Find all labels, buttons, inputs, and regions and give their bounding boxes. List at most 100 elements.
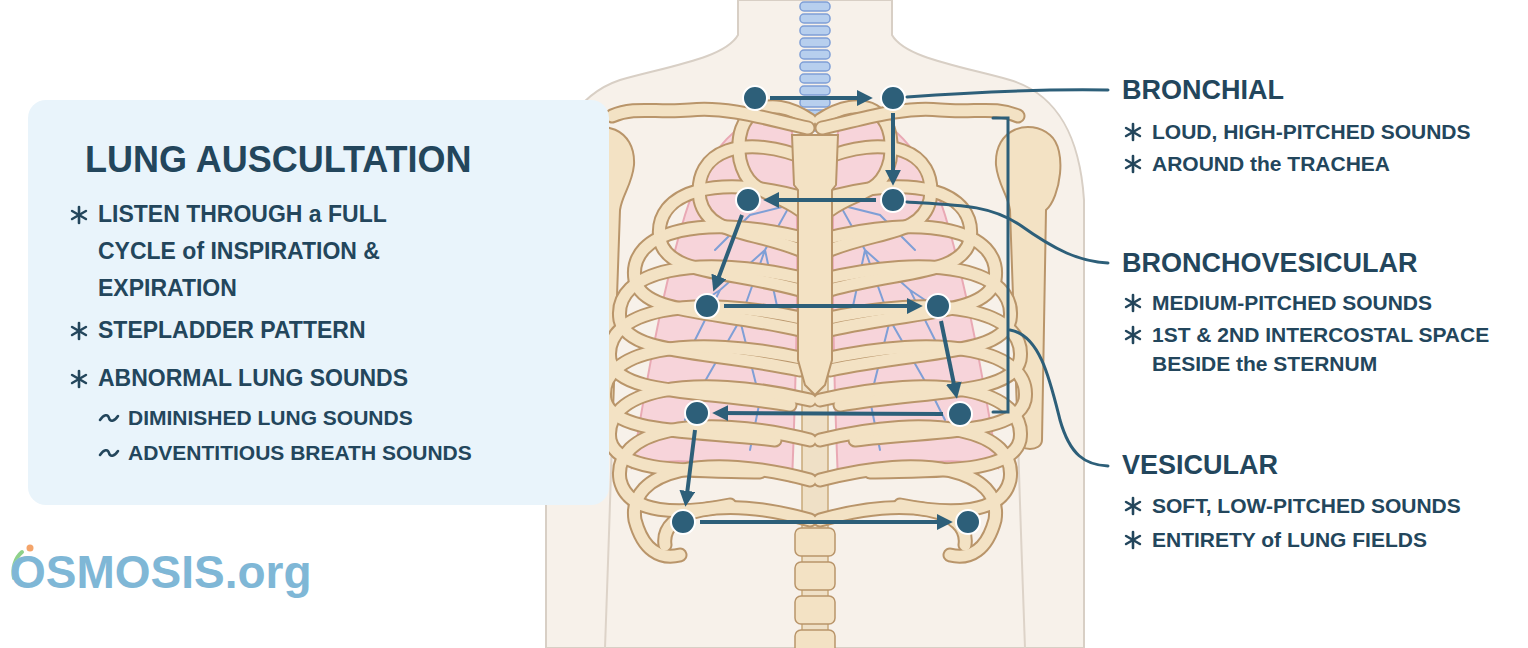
asterisk-stroke xyxy=(1126,502,1140,510)
asterisk-stroke xyxy=(72,211,86,219)
asterisk-stroke xyxy=(1126,502,1140,510)
asterisk-stroke xyxy=(1126,128,1140,136)
sound-note: SOFT, LOW-PITCHED SOUNDS xyxy=(1152,491,1520,520)
panel-bullet: ABNORMAL LUNG SOUNDS xyxy=(98,360,538,397)
bullet-asterisk xyxy=(70,206,88,224)
ribs xyxy=(820,107,1025,556)
text-slot: ENTIRETY of LUNG FIELDS xyxy=(1152,525,1520,554)
vertebra xyxy=(795,630,835,648)
vertebra xyxy=(795,528,835,556)
auscultation-dot xyxy=(881,86,905,110)
text-slot: SOFT, LOW-PITCHED SOUNDS xyxy=(1152,491,1520,520)
ribs xyxy=(605,107,810,556)
auscultation-dot xyxy=(926,294,950,318)
path-arrow xyxy=(717,413,943,414)
text-slot: DIMINISHED LUNG SOUNDS xyxy=(128,400,548,436)
panel-bullet: ADVENTITIOUS BREATH SOUNDS xyxy=(128,435,548,471)
bullet-asterisk xyxy=(1124,155,1142,173)
sound-note: AROUND the TRACHEA xyxy=(1152,149,1520,178)
path-arrow xyxy=(700,520,948,524)
trachea-ring xyxy=(800,74,830,83)
panel-bullet: LISTEN THROUGH a FULL CYCLE of INSPIRATI… xyxy=(98,196,458,307)
bullet-asterisk xyxy=(70,370,88,388)
asterisk-stroke xyxy=(1126,331,1140,339)
text-slot: STEPLADDER PATTERN xyxy=(98,312,538,349)
sound-note: MEDIUM-PITCHED SOUNDS xyxy=(1152,288,1520,317)
torso-silhouette xyxy=(546,0,1084,648)
asterisk-stroke xyxy=(72,211,86,219)
trachea-ring xyxy=(800,38,830,47)
vertebra xyxy=(795,596,835,624)
auscultation-dot xyxy=(948,402,972,426)
text-slot: VESICULAR xyxy=(1122,449,1522,481)
asterisk-stroke xyxy=(1126,299,1140,307)
clavicle xyxy=(612,109,808,128)
text-slot: BRONCHIAL xyxy=(1122,74,1522,106)
bullet-tilde xyxy=(98,412,120,424)
clavicle xyxy=(822,109,1018,128)
leader-line xyxy=(1010,330,1108,466)
text-slot: OSMOSIS.org xyxy=(10,544,390,600)
bullet-asterisk xyxy=(1124,497,1142,515)
auscultation-dot xyxy=(695,294,719,318)
text-slot: LUNG AUSCULTATION xyxy=(85,139,585,181)
sound-note: ENTIRETY of LUNG FIELDS xyxy=(1152,525,1520,554)
asterisk-stroke xyxy=(1126,160,1140,168)
path-arrow xyxy=(768,198,876,202)
asterisk-stroke xyxy=(1126,331,1140,339)
auscultation-dot xyxy=(685,401,709,425)
text-slot: BRONCHOVESICULAR xyxy=(1122,247,1522,279)
asterisk-stroke xyxy=(1126,160,1140,168)
bullet-asterisk xyxy=(70,322,88,340)
path-arrow xyxy=(941,321,956,394)
text-slot: MEDIUM-PITCHED SOUNDS xyxy=(1152,288,1520,317)
bullet-tilde xyxy=(98,447,120,459)
auscultation-dot xyxy=(743,86,767,110)
ribs xyxy=(605,107,810,556)
bracket xyxy=(993,118,1008,412)
diagram-title: LUNG AUSCULTATION xyxy=(85,139,585,181)
info-panel: LISTEN THROUGH a FULL CYCLE of INSPIRATI… xyxy=(28,100,609,505)
path-arrow xyxy=(724,304,918,308)
watermark: OSMOSIS.org xyxy=(10,544,390,600)
auscultation-dot xyxy=(736,188,760,212)
leader-lines xyxy=(907,90,1108,466)
clavicle xyxy=(612,109,808,128)
ribs xyxy=(820,107,1025,556)
sound-heading: BRONCHOVESICULAR xyxy=(1122,247,1522,279)
bullet-asterisk xyxy=(1124,531,1142,549)
tilde-stroke xyxy=(100,415,118,421)
bullet-asterisk xyxy=(1124,294,1142,312)
auscultation-dot xyxy=(956,510,980,534)
asterisk-stroke xyxy=(1126,536,1140,544)
clavicle xyxy=(822,109,1018,128)
sound-heading: VESICULAR xyxy=(1122,449,1522,481)
trachea-ring xyxy=(800,26,830,35)
auscultation-points xyxy=(671,86,980,534)
stepladder-arrows xyxy=(686,98,956,522)
tilde-stroke xyxy=(100,450,118,456)
trachea-ring xyxy=(800,62,830,71)
sound-note: LOUD, HIGH-PITCHED SOUNDS xyxy=(1152,117,1520,146)
path-arrow xyxy=(715,215,742,287)
trachea-ring xyxy=(800,50,830,59)
text-slot: LISTEN THROUGH a FULL CYCLE of INSPIRATI… xyxy=(98,196,458,307)
trachea-ring xyxy=(800,86,830,95)
text-slot: 1ST & 2ND INTERCOSTAL SPACE BESIDE the S… xyxy=(1152,320,1520,378)
auscultation-dot xyxy=(881,188,905,212)
text-slot: AROUND the TRACHEA xyxy=(1152,149,1520,178)
bullet-asterisk xyxy=(1124,326,1142,344)
trachea-ring xyxy=(800,2,830,11)
text-slot: LOUD, HIGH-PITCHED SOUNDS xyxy=(1152,117,1520,146)
text-slot: ABNORMAL LUNG SOUNDS xyxy=(98,360,538,397)
asterisk-stroke xyxy=(1126,299,1140,307)
panel-bullet: DIMINISHED LUNG SOUNDS xyxy=(128,400,548,436)
asterisk-stroke xyxy=(72,327,86,335)
path-arrow xyxy=(770,96,868,100)
sound-heading: BRONCHIAL xyxy=(1122,74,1522,106)
trachea-ring xyxy=(800,14,830,23)
leader-line xyxy=(907,90,1108,97)
asterisk-stroke xyxy=(1126,128,1140,136)
panel-bullet: STEPLADDER PATTERN xyxy=(98,312,538,349)
